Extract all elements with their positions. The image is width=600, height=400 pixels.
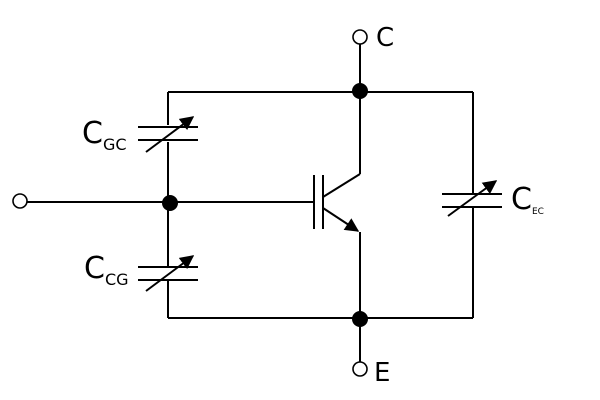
ccg-label-sub: CG — [105, 270, 129, 289]
cgc-label: CGC — [82, 116, 127, 154]
cec-label-main: C — [511, 182, 532, 217]
ccg-variable-arrow — [145, 255, 195, 292]
cgc-label-main: C — [82, 116, 103, 151]
cec-label-sub: EC — [532, 207, 544, 217]
gate-input — [12, 193, 314, 211]
igbt-symbol — [313, 173, 361, 232]
capacitor-ccg: CCG — [84, 251, 198, 292]
ccg-label: CCG — [84, 251, 129, 289]
gate-junction — [162, 195, 178, 211]
igbt-collector-diagonal — [322, 173, 361, 198]
capacitor-cgc: CGC — [82, 116, 198, 154]
emitter-terminal[interactable] — [352, 361, 368, 377]
emitter-label: E — [374, 358, 390, 388]
igbt-emitter-diagonal — [322, 207, 360, 232]
cgc-label-sub: GC — [103, 135, 127, 154]
collector-label: C — [376, 23, 394, 53]
cec-label: CEC — [511, 182, 544, 217]
ccg-label-main: C — [84, 251, 105, 286]
collector-junction — [352, 83, 368, 99]
collector-terminal[interactable] — [352, 29, 368, 45]
collector-branch: C — [352, 23, 394, 174]
cgc-variable-arrow — [145, 116, 195, 153]
cec-variable-arrow — [447, 180, 498, 217]
gate-terminal[interactable] — [12, 193, 28, 209]
circuit-frame — [167, 91, 474, 319]
emitter-branch: E — [352, 232, 390, 388]
emitter-junction — [352, 311, 368, 327]
capacitor-cec: CEC — [442, 180, 544, 217]
